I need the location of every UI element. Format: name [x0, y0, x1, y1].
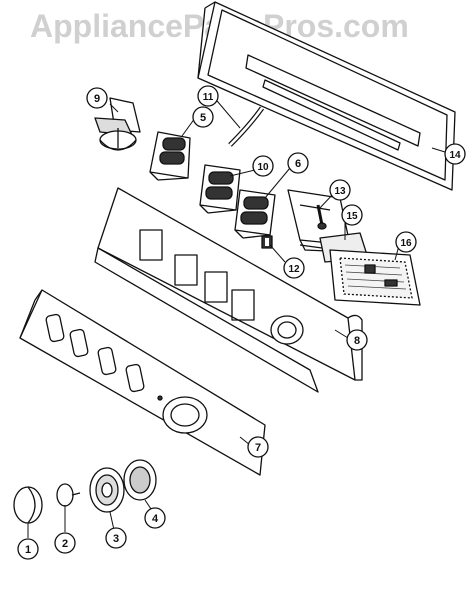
callout-14: 14: [444, 143, 466, 165]
callout-label: 8: [354, 335, 360, 347]
callout-5: 5: [192, 106, 214, 128]
callout-label: 11: [203, 92, 214, 103]
part-8-console-backing: [94, 187, 363, 393]
callout-10: 10: [252, 155, 274, 177]
callout-label: 14: [449, 150, 461, 161]
callout-label: 5: [200, 112, 206, 124]
callout-16: 16: [395, 231, 417, 253]
callout-1: 1: [17, 538, 39, 560]
callout-3: 3: [105, 527, 127, 549]
callout-label: 16: [400, 238, 412, 249]
callout-4: 4: [144, 507, 166, 529]
part-16-circuit-board: [329, 249, 421, 306]
callout-label: 10: [257, 162, 269, 173]
callout-label: 13: [334, 186, 346, 197]
callout-7: 7: [247, 436, 269, 458]
part-14-backguard-panel: [197, 1, 456, 191]
part-9-knob: [94, 97, 141, 151]
part-3-bezel: [89, 467, 125, 513]
callout-8: 8: [346, 329, 368, 351]
callout-label: 7: [255, 442, 261, 454]
callout-2: 2: [54, 532, 76, 554]
part-7-console-panel: [19, 289, 266, 476]
callout-label: 15: [346, 211, 358, 222]
part-12-connector: [261, 235, 273, 249]
callout-label: 1: [25, 544, 31, 556]
callout-6: 6: [287, 152, 309, 174]
part-2-shaft: [56, 483, 81, 507]
callout-label: 2: [62, 538, 68, 550]
part-6-switch: [234, 189, 276, 239]
callout-label: 4: [152, 513, 159, 525]
callout-13: 13: [329, 179, 351, 201]
part-11-tube: [228, 106, 265, 147]
callout-label: 6: [295, 158, 301, 170]
callout-label: 9: [94, 93, 100, 105]
callout-9: 9: [86, 87, 108, 109]
part-5-switch: [149, 131, 191, 181]
callout-label: 12: [288, 264, 300, 275]
part-1-knob-cap: [13, 486, 43, 524]
callout-15: 15: [341, 204, 363, 226]
callout-12: 12: [283, 257, 305, 279]
part-10-switch: [199, 164, 241, 214]
callout-label: 3: [113, 533, 119, 545]
part-4-ring: [123, 459, 157, 501]
callout-11: 11: [197, 85, 219, 107]
